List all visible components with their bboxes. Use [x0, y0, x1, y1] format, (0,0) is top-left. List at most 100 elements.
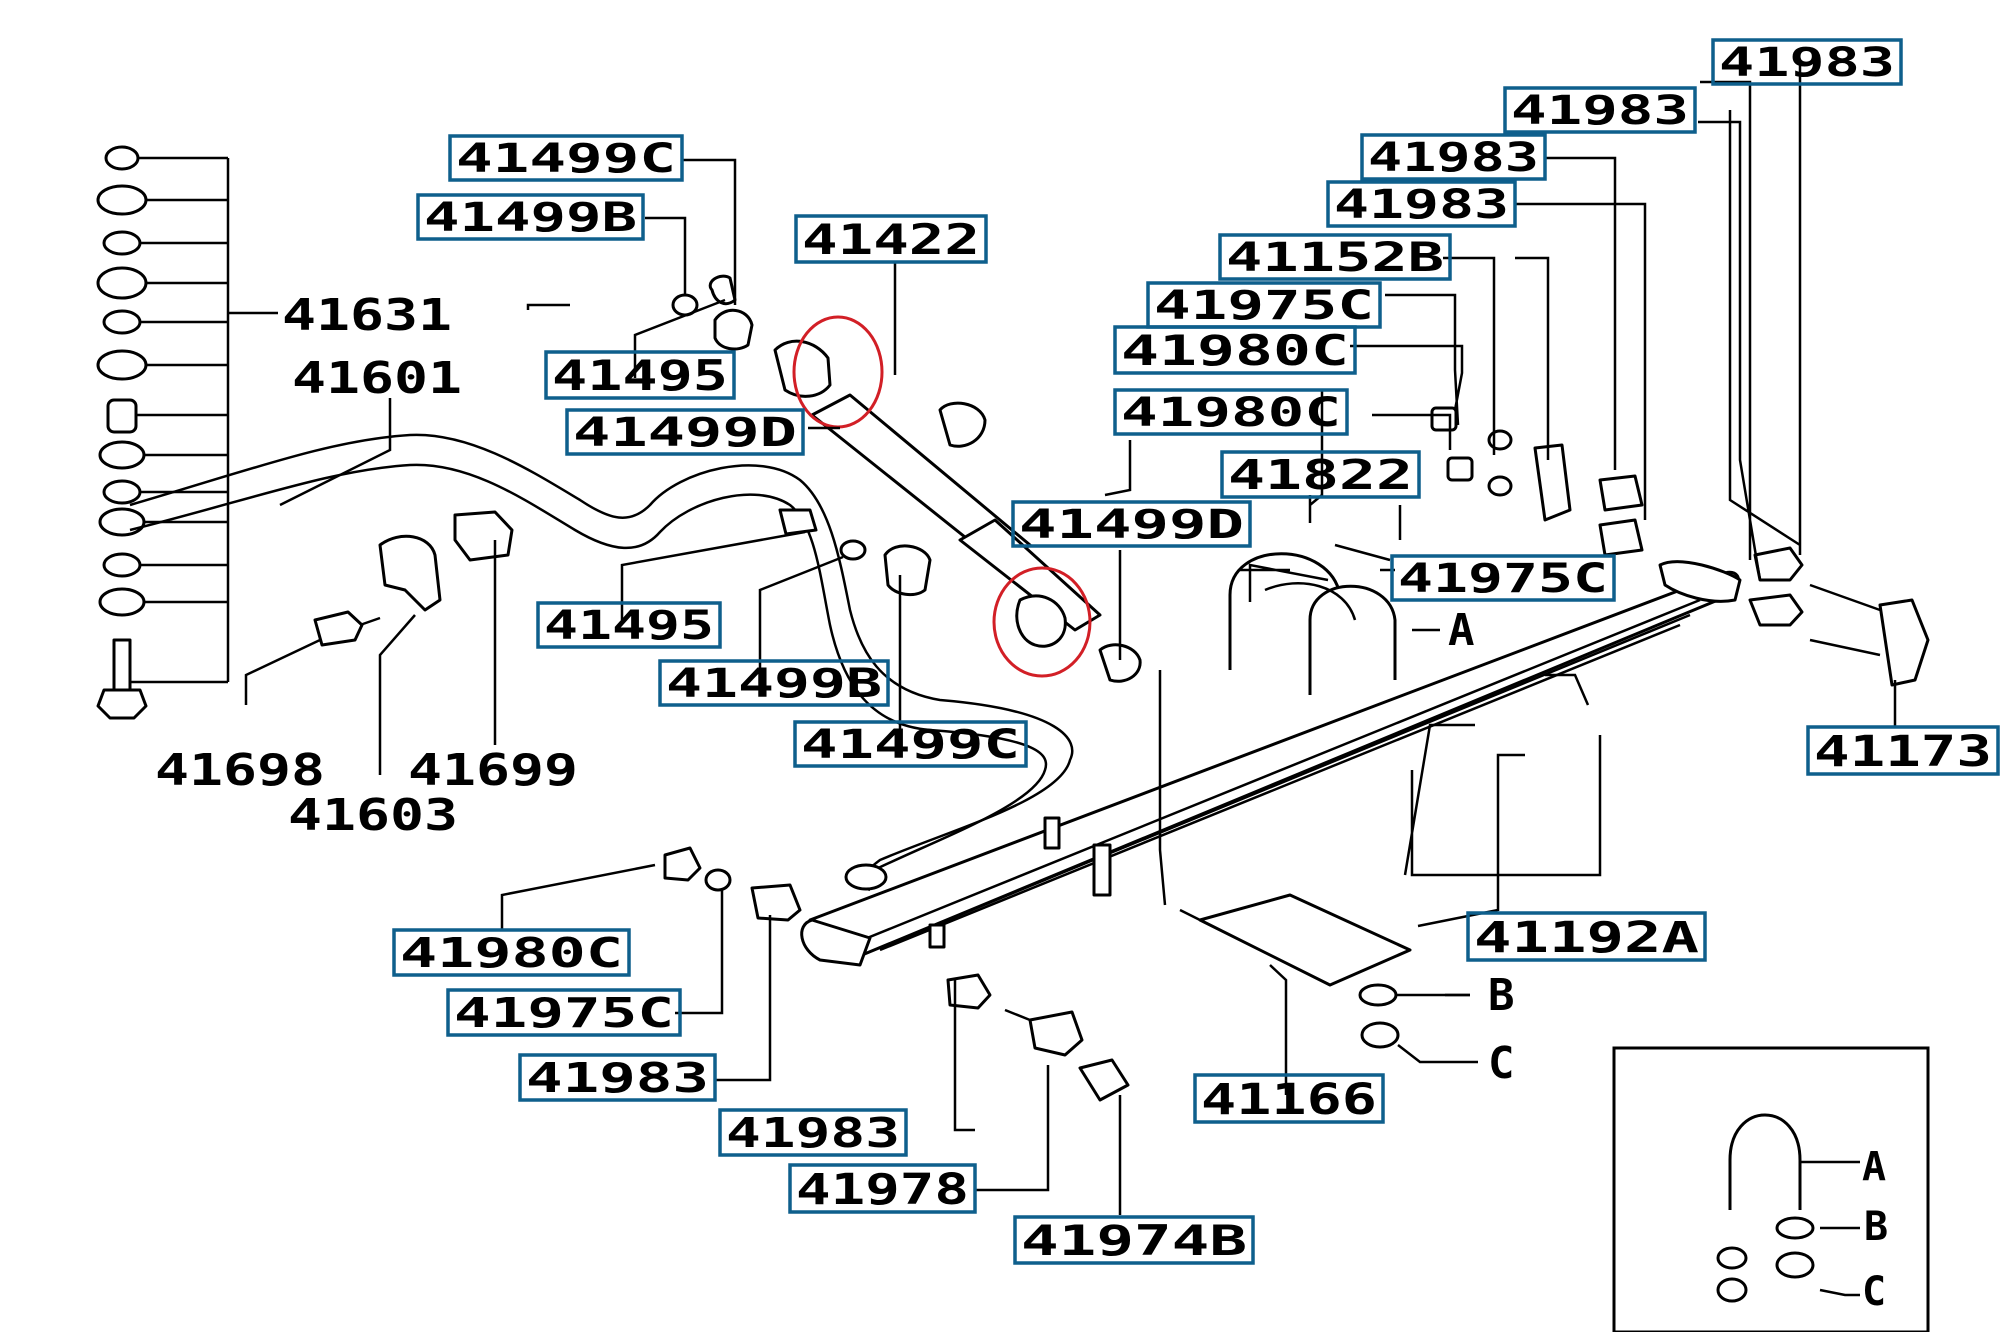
lbl-41980c-mid: 41980C [1113, 388, 1349, 436]
lbl-41495-top-box [544, 350, 736, 400]
lbl-c: C [1488, 1038, 1515, 1089]
lbl-41152b: 41152B [1218, 233, 1452, 281]
lbl-41974b: 41974B [1013, 1215, 1255, 1265]
lbl-41495-mid: 41495 [536, 601, 722, 649]
lbl-41980c-top-box [1113, 325, 1357, 375]
bar-bushing [778, 508, 818, 536]
washer-41975c-lower [704, 868, 732, 892]
lbl-41983-b-text: 41983 [1511, 88, 1689, 134]
lbl-41975c-low-box [446, 988, 682, 1037]
lbl-41975c-low-text: 41975C [454, 989, 674, 1037]
lbl-inset-b: B [1864, 1204, 1888, 1250]
lbl-41499b-top: 41499B [416, 193, 645, 241]
lbl-41499d-left-box [565, 408, 805, 456]
bolt-41974b [1078, 1058, 1130, 1102]
lbl-41983-d-box [1326, 180, 1517, 228]
lbl-inset-c: C [1862, 1269, 1886, 1315]
lbl-41499b-mid-text: 41499B [666, 661, 882, 707]
bolt-41698 [313, 610, 364, 647]
lbl-41166: 41166 [1193, 1073, 1385, 1125]
lbl-41499c-top: 41499C [448, 134, 684, 182]
lbl-41499c-mid-box [793, 720, 1028, 768]
lbl-41978-box [788, 1163, 977, 1214]
washer-41975c-b [1487, 475, 1513, 497]
lbl-41983-b: 41983 [1503, 86, 1697, 134]
lbl-41192a: 41192A [1466, 911, 1707, 963]
lbl-41983-c: 41983 [1360, 133, 1547, 181]
bushing-stack [96, 145, 278, 720]
shackle-41173 [1878, 598, 1930, 687]
bushing-41983-a [1598, 474, 1644, 512]
nut-c [1360, 1021, 1400, 1049]
detail-inset [1612, 1046, 1930, 1332]
bar-cushion [883, 544, 932, 597]
part-labels: 4198341983419834198341152B41975C41980C41… [155, 38, 2000, 1315]
cushion-41499c-upper [713, 309, 754, 351]
lbl-41192a-box [1466, 911, 1707, 962]
lbl-41980c-low-text: 41980C [400, 929, 623, 977]
lbl-41978-text: 41978 [796, 1165, 969, 1215]
lbl-41983-low: 41983 [518, 1053, 717, 1102]
lbl-41699: 41699 [408, 745, 578, 796]
lbl-41975c-top: 41975C [1146, 281, 1382, 329]
lbl-41983-d-text: 41983 [1334, 182, 1509, 228]
lbl-41980c-mid-box [1113, 388, 1349, 436]
spring-pad-41166 [1198, 893, 1412, 987]
lbl-41980c-low-box [392, 928, 631, 977]
lbl-41499d-right: 41499D [1011, 500, 1252, 548]
stabilizer-bar [129, 433, 1074, 892]
lbl-41499b-top-box [416, 193, 645, 241]
lbl-41975c-mid-text: 41975C [1398, 556, 1608, 602]
bushing-41983-lower [750, 883, 802, 922]
bar-washer [839, 539, 867, 561]
lbl-41499b-mid-box [658, 659, 890, 707]
lbl-41974b-text: 41974B [1021, 1216, 1247, 1265]
lbl-41166-text: 41166 [1201, 1075, 1377, 1125]
lbl-41152b-text: 41152B [1226, 235, 1444, 281]
lbl-41631: 41631 [282, 290, 452, 341]
bracket-41603 [378, 534, 442, 612]
lbl-41983-b-box [1503, 86, 1697, 134]
lbl-41499c-mid: 41499C [793, 720, 1028, 768]
bushing-41983-front [946, 973, 992, 1010]
lbl-41822-box [1220, 450, 1421, 499]
bracket-41978 [1028, 1010, 1084, 1057]
lbl-41601: 41601 [292, 353, 462, 404]
lbl-41980c-top: 41980C [1113, 325, 1357, 375]
lbl-41980c-low: 41980C [392, 928, 631, 977]
lbl-41495-mid-text: 41495 [544, 603, 714, 649]
lbl-41983-bottom-box [718, 1108, 908, 1157]
lbl-41192a-text: 41192A [1474, 913, 1699, 963]
lbl-41173-text: 41173 [1814, 727, 1992, 777]
lbl-41983-top-box [1711, 38, 1903, 86]
washer-41499d-lower [1098, 643, 1142, 683]
lbl-41980c-mid-text: 41980C [1121, 390, 1341, 436]
lbl-41983-c-text: 41983 [1368, 135, 1539, 181]
lbl-41975c-top-text: 41975C [1154, 283, 1374, 329]
nut-41980c-a [1430, 406, 1458, 432]
lbl-41422-box [794, 214, 988, 264]
lbl-41499b-mid: 41499B [658, 659, 890, 707]
lbl-41499b-top-text: 41499B [424, 195, 637, 241]
leaf-spring [800, 560, 1742, 967]
lbl-41152b-box [1218, 233, 1452, 281]
shackle-bushing-lower [1748, 593, 1804, 627]
lbl-41983-c-box [1360, 133, 1547, 181]
lbl-41983-low-text: 41983 [526, 1054, 709, 1102]
lbl-41980c-top-text: 41980C [1121, 326, 1349, 375]
lbl-41974b-box [1013, 1215, 1255, 1265]
lbl-41422-text: 41422 [802, 215, 980, 264]
lbl-41499d-right-text: 41499D [1019, 502, 1244, 548]
lbl-a: A [1448, 605, 1475, 656]
bushing-41699 [453, 510, 514, 562]
inset-u-bolt [1716, 1113, 1860, 1303]
washer-b [1358, 983, 1398, 1007]
lbl-41975c-mid-box [1390, 554, 1616, 602]
lbl-41495-top: 41495 [544, 350, 736, 400]
bushing-41983-b [1598, 518, 1644, 557]
lbl-41166-box [1193, 1073, 1385, 1124]
lbl-41983-top-text: 41983 [1719, 40, 1895, 86]
lbl-41495-top-text: 41495 [552, 351, 728, 400]
washer-41975c-a [1487, 429, 1513, 451]
lbl-41975c-mid: 41975C [1390, 554, 1616, 602]
